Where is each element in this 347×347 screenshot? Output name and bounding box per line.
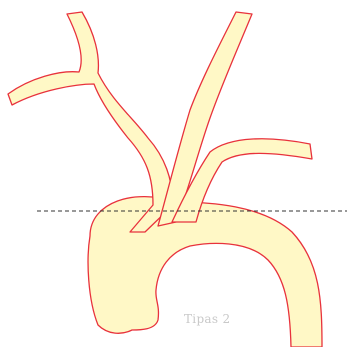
- diagram-label: Tipas 2: [184, 312, 230, 326]
